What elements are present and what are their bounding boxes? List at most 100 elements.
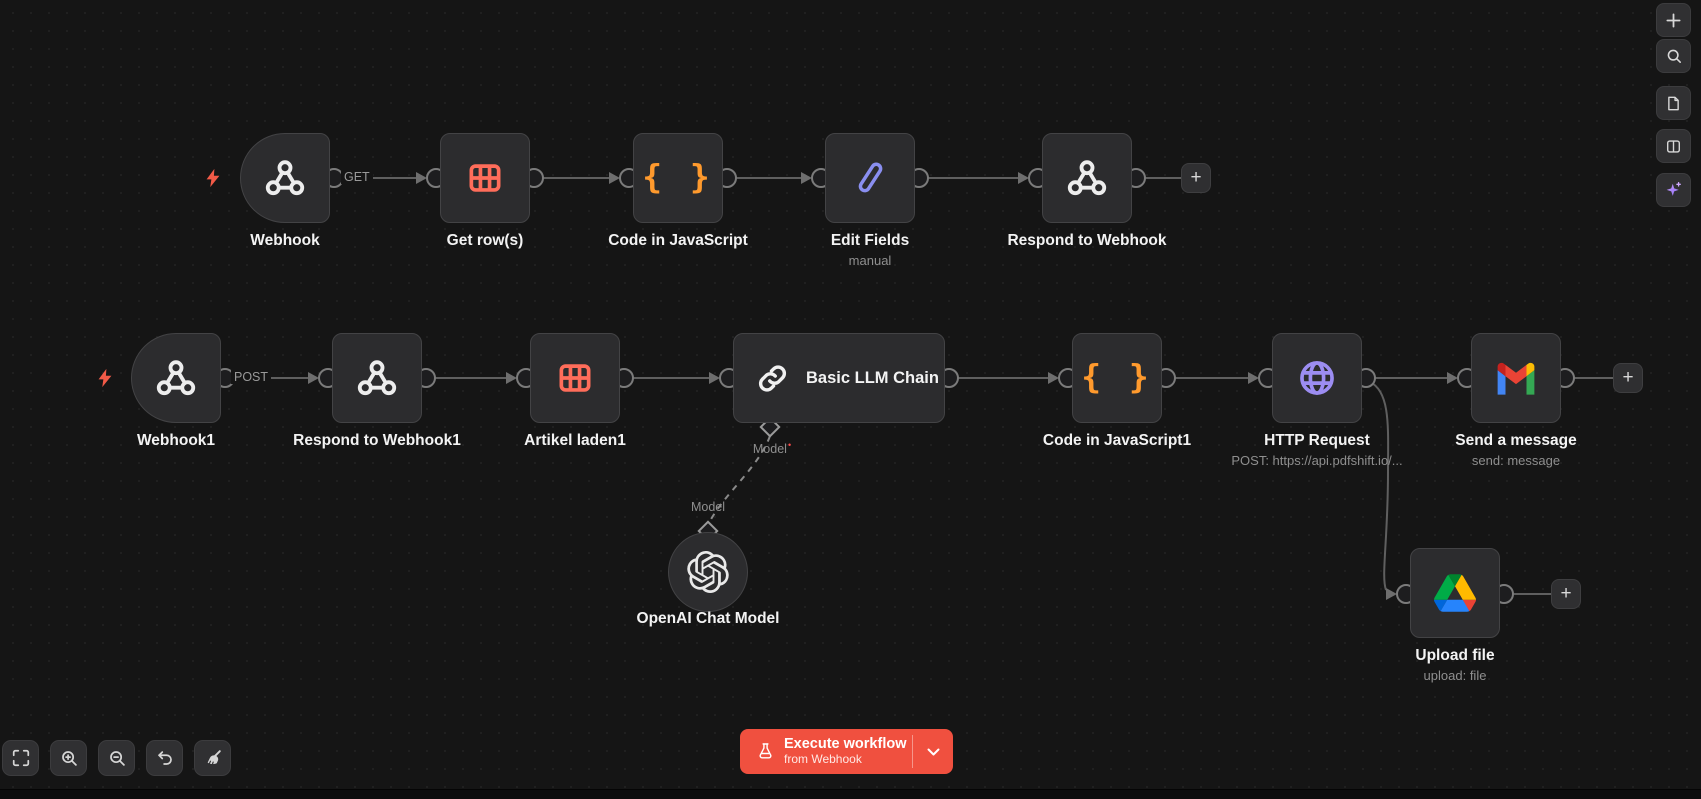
sidebar-templates-button[interactable] bbox=[1656, 86, 1691, 120]
node-label: Respond to Webhook bbox=[1007, 232, 1167, 249]
search-icon bbox=[1667, 49, 1681, 63]
node-subtitle: send: message bbox=[1471, 453, 1561, 468]
openai-icon bbox=[687, 551, 729, 593]
node-edit-fields-box[interactable] bbox=[825, 133, 915, 223]
zoom-in-button[interactable] bbox=[50, 740, 87, 776]
node-artikel-laden1[interactable]: Artikel laden1 bbox=[524, 333, 626, 449]
node-openai-chat-model-box[interactable] bbox=[668, 532, 748, 612]
node-webhook-box[interactable] bbox=[240, 133, 330, 223]
execute-button-divider bbox=[912, 735, 913, 768]
connection-label-post: POST bbox=[231, 370, 272, 384]
llm-model-port-label: Model• bbox=[752, 440, 792, 457]
flask-icon bbox=[759, 743, 772, 759]
node-label: Respond to Webhook1 bbox=[293, 432, 461, 449]
branch-wire bbox=[1369, 381, 1390, 591]
fit-view-button[interactable] bbox=[2, 740, 39, 776]
node-http-request[interactable]: HTTP Request POST: https://api.pdfshift.… bbox=[1231, 333, 1403, 468]
node-subtitle: upload: file bbox=[1423, 668, 1487, 683]
add-node-button[interactable]: + bbox=[1613, 363, 1643, 393]
table-icon bbox=[559, 364, 591, 392]
zoom-out-button[interactable] bbox=[98, 740, 135, 776]
fit-view-icon bbox=[12, 749, 29, 767]
node-send-message-box[interactable] bbox=[1471, 333, 1561, 423]
zoom-out-icon bbox=[109, 751, 125, 766]
bottom-edge-strip bbox=[0, 789, 1701, 799]
node-http-request-box[interactable] bbox=[1272, 333, 1362, 423]
google-drive-icon bbox=[1434, 574, 1476, 612]
panel-icon bbox=[1667, 139, 1680, 153]
connection-label-get: GET bbox=[341, 170, 373, 184]
node-code-js1-box[interactable]: { } bbox=[1072, 333, 1162, 423]
node-label: HTTP Request bbox=[1264, 432, 1370, 449]
plus-icon bbox=[1666, 12, 1681, 28]
node-llm-chain-box[interactable]: Basic LLM Chain bbox=[733, 333, 945, 423]
node-label: Upload file bbox=[1415, 647, 1495, 664]
node-subtitle: POST: https://api.pdfshift.io/... bbox=[1231, 453, 1403, 468]
node-artikel-laden1-box[interactable] bbox=[530, 333, 620, 423]
globe-icon bbox=[1300, 361, 1334, 395]
node-webhook1[interactable]: Webhook1 bbox=[131, 333, 221, 449]
zoom-in-icon bbox=[61, 751, 77, 766]
gmail-icon bbox=[1497, 362, 1535, 395]
undo-button[interactable] bbox=[146, 740, 183, 776]
node-llm-chain[interactable]: Basic LLM Chain bbox=[733, 333, 945, 423]
webhook-icon bbox=[357, 360, 397, 396]
sidebar-panel-button[interactable] bbox=[1656, 129, 1691, 163]
node-label: Artikel laden1 bbox=[524, 432, 626, 449]
node-label: Webhook1 bbox=[136, 432, 216, 449]
sidebar-ai-assistant-button[interactable] bbox=[1656, 173, 1691, 207]
lightning-icon bbox=[206, 168, 220, 188]
file-icon bbox=[1668, 96, 1679, 110]
sidebar-search-button[interactable] bbox=[1656, 39, 1691, 73]
sidebar-add-button[interactable] bbox=[1656, 3, 1691, 37]
openai-model-port-label: Model bbox=[690, 500, 726, 514]
node-label: Webhook bbox=[250, 232, 320, 249]
node-label: Edit Fields bbox=[830, 232, 910, 249]
execute-options-button[interactable] bbox=[913, 729, 953, 774]
node-send-message[interactable]: Send a message send: message bbox=[1455, 333, 1577, 468]
node-upload-file-box[interactable] bbox=[1410, 548, 1500, 638]
execute-workflow-button[interactable]: Execute workflow from Webhook bbox=[740, 729, 953, 774]
webhook-icon bbox=[156, 360, 196, 396]
add-node-button[interactable]: + bbox=[1551, 579, 1581, 609]
code-braces-icon: { } bbox=[642, 156, 714, 196]
required-marker: • bbox=[787, 440, 792, 450]
node-respond-webhook1-box[interactable] bbox=[332, 333, 422, 423]
pen-icon bbox=[858, 162, 883, 193]
node-openai-chat-model[interactable]: OpenAI Chat Model bbox=[637, 532, 779, 627]
node-label: Send a message bbox=[1455, 432, 1577, 449]
ai-sparkle-icon bbox=[1666, 182, 1681, 196]
node-label: OpenAI Chat Model bbox=[636, 610, 780, 627]
node-label: Code in JavaScript1 bbox=[1042, 432, 1192, 449]
tidy-up-icon bbox=[207, 750, 221, 766]
execute-workflow-title: Execute workflow bbox=[784, 736, 907, 753]
undo-icon bbox=[157, 751, 172, 765]
node-llm-chain-title: Basic LLM Chain bbox=[806, 368, 939, 387]
tidy-up-button[interactable] bbox=[194, 740, 231, 776]
table-icon bbox=[469, 164, 501, 192]
lightning-icon bbox=[98, 368, 112, 388]
execute-workflow-main[interactable]: Execute workflow from Webhook bbox=[740, 729, 912, 774]
webhook-icon bbox=[1067, 160, 1107, 196]
node-edit-fields[interactable]: Edit Fields manual bbox=[825, 133, 915, 268]
node-get-rows[interactable]: Get row(s) bbox=[440, 133, 530, 249]
link-icon bbox=[759, 364, 786, 392]
model-ports[interactable] bbox=[697, 416, 781, 542]
node-upload-file[interactable]: Upload file upload: file bbox=[1410, 548, 1500, 683]
node-code-js1[interactable]: { } Code in JavaScript1 bbox=[1043, 333, 1191, 449]
chevron-down-icon bbox=[927, 748, 939, 755]
node-webhook1-box[interactable] bbox=[131, 333, 221, 423]
node-code-js[interactable]: { } Code in JavaScript bbox=[608, 133, 748, 249]
node-get-rows-box[interactable] bbox=[440, 133, 530, 223]
node-code-js-box[interactable]: { } bbox=[633, 133, 723, 223]
node-respond-webhook1[interactable]: Respond to Webhook1 bbox=[293, 333, 461, 449]
webhook-icon bbox=[265, 160, 305, 196]
node-subtitle: manual bbox=[848, 253, 892, 268]
node-webhook[interactable]: Webhook bbox=[240, 133, 330, 249]
node-respond-webhook-box[interactable] bbox=[1042, 133, 1132, 223]
add-node-button[interactable]: + bbox=[1181, 163, 1211, 193]
execute-workflow-subtitle: from Webhook bbox=[784, 751, 862, 766]
node-label: Code in JavaScript bbox=[608, 232, 748, 249]
node-respond-webhook[interactable]: Respond to Webhook bbox=[1007, 133, 1167, 249]
